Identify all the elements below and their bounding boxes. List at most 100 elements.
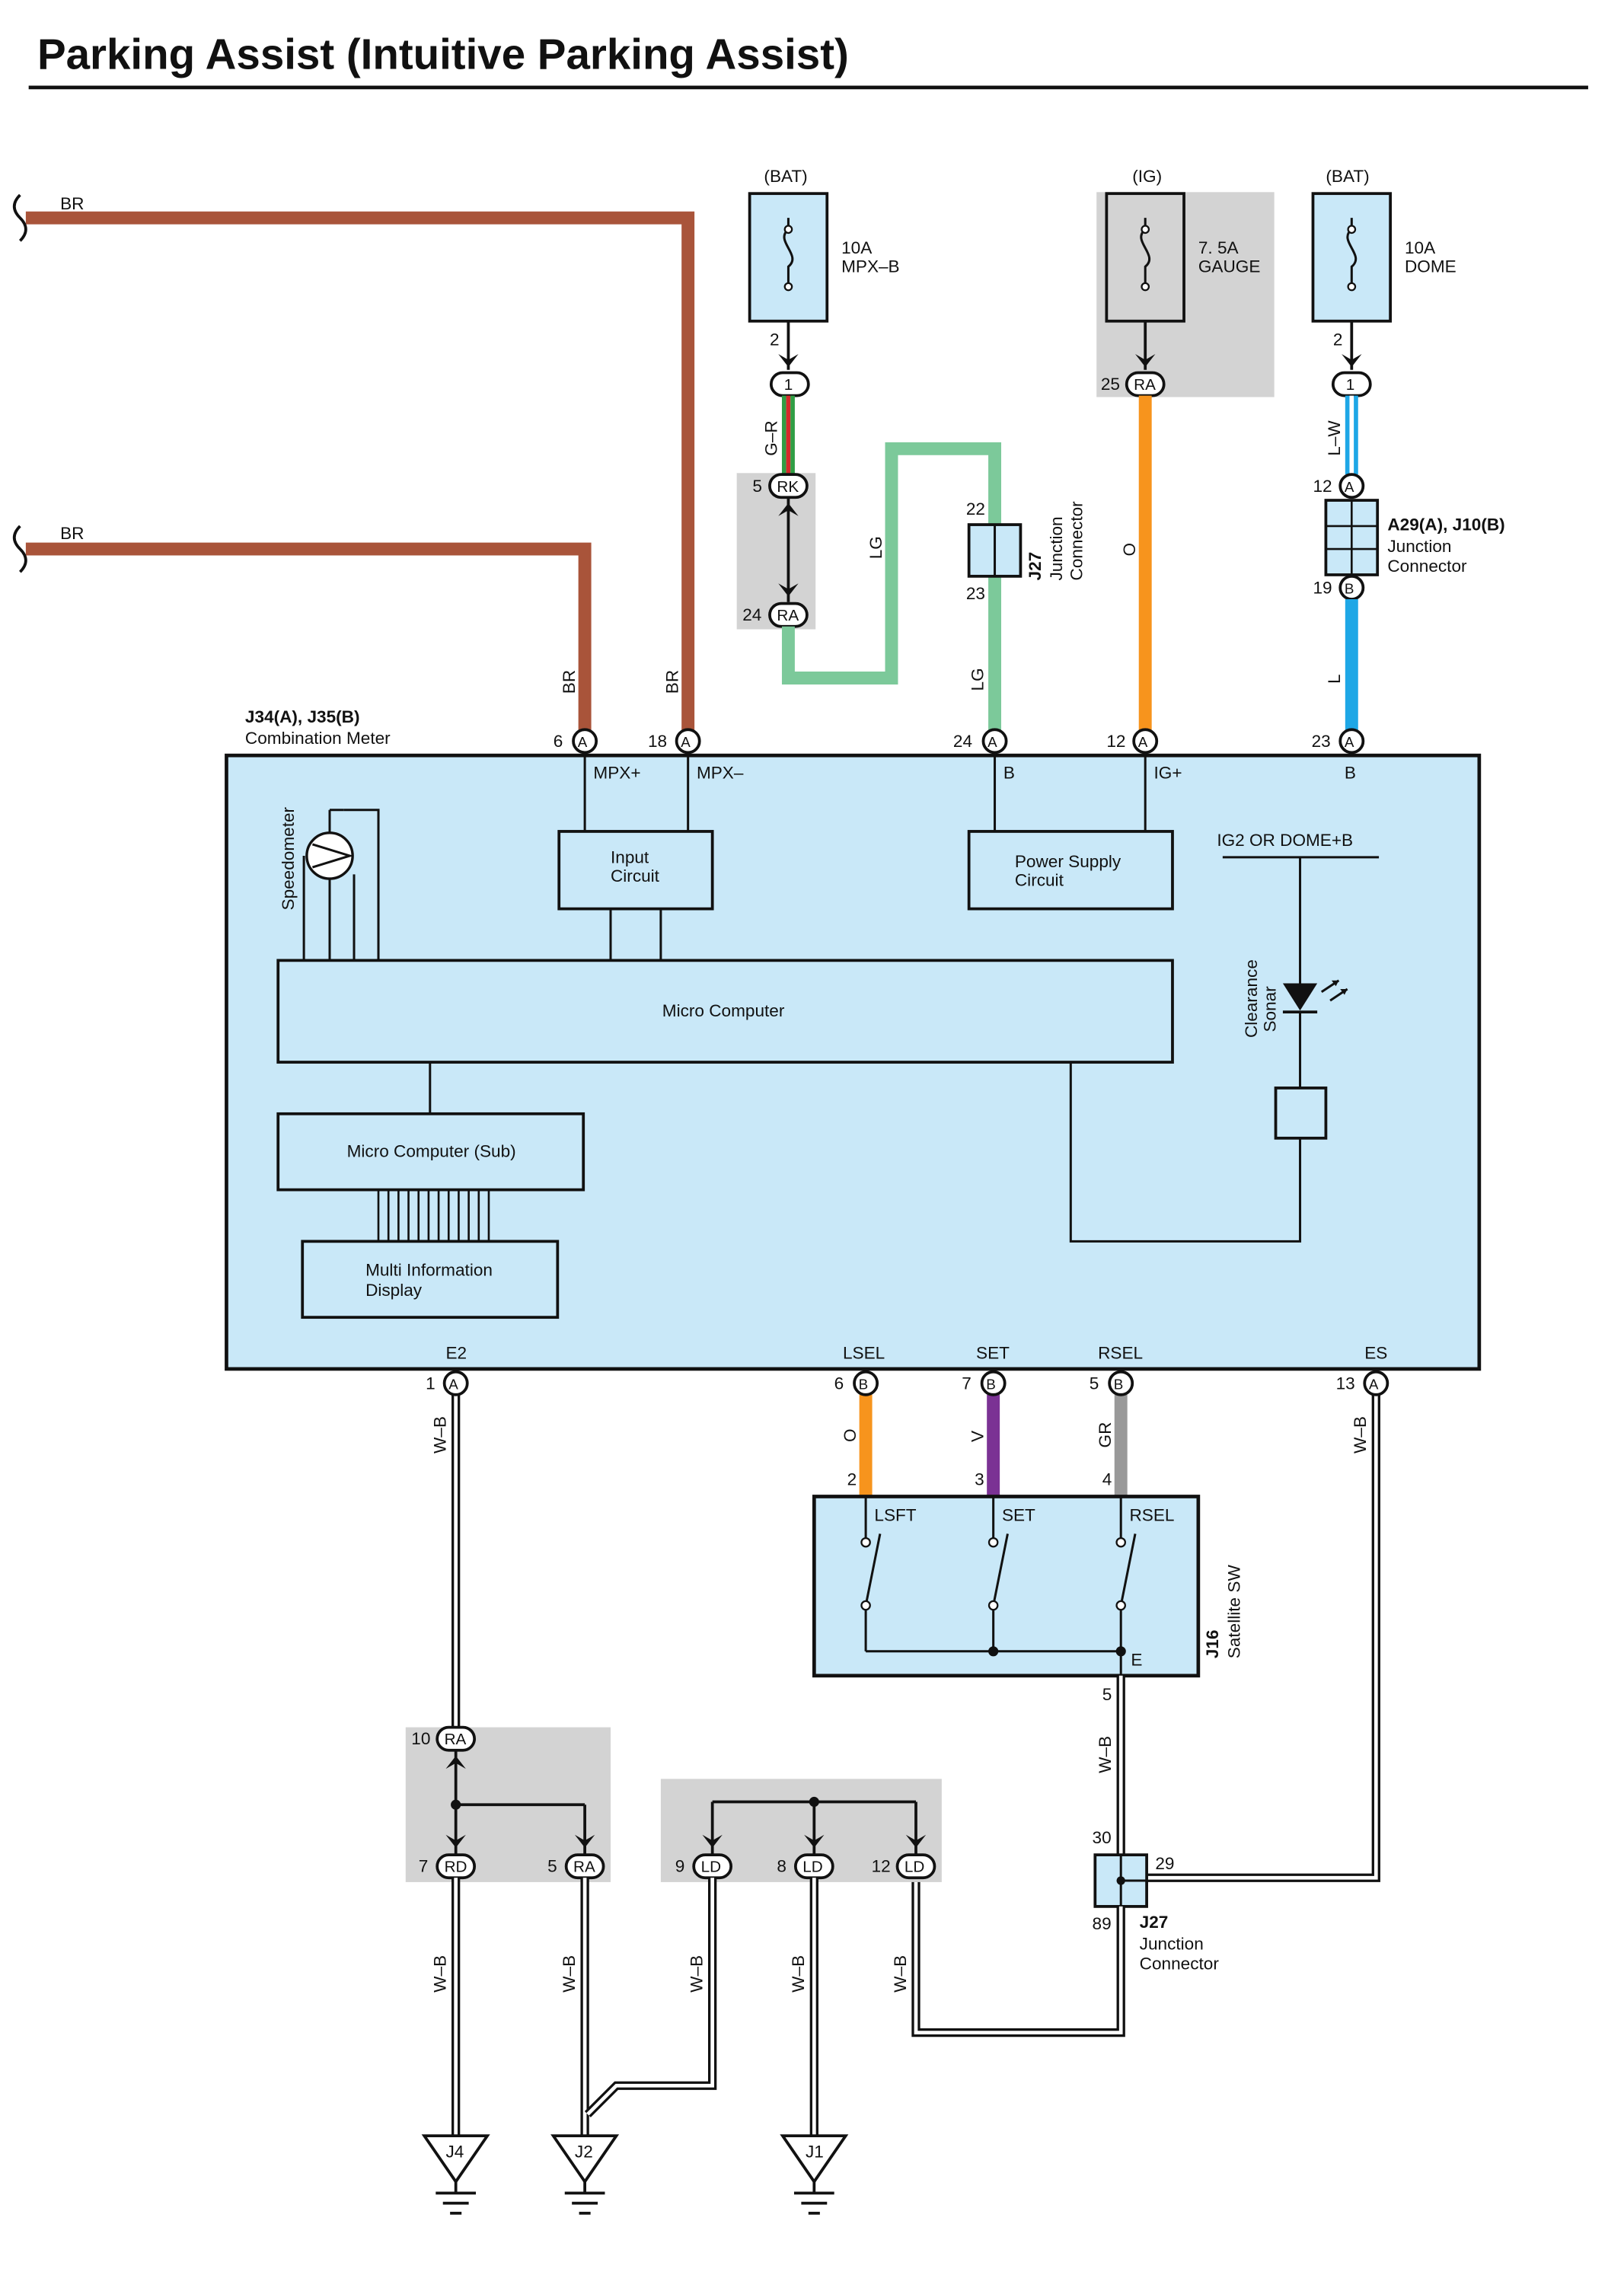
pin-ld-8-label: LD	[802, 1859, 822, 1876]
label-l: L	[1325, 674, 1344, 684]
ground-j2-label: J2	[575, 2142, 593, 2161]
pin-ld-12: 12	[872, 1857, 891, 1876]
pin-fuse-mpx-2: 2	[770, 330, 780, 349]
label-br-top: BR	[60, 194, 84, 213]
pin-m5b: 5	[1090, 1374, 1099, 1393]
multi-info-label2: Display	[365, 1281, 423, 1300]
label-w-b-ra: W–B	[560, 1955, 579, 1993]
wire-br-mid	[25, 542, 592, 742]
pin-splice-10: 10	[411, 1729, 430, 1748]
a29-name2: Connector	[1387, 557, 1467, 576]
term-lsel: LSEL	[843, 1344, 885, 1363]
fuse-mpx-box	[748, 192, 829, 323]
sw-rsel-label: RSEL	[1129, 1505, 1174, 1524]
pin-dome-2: 2	[1333, 330, 1343, 349]
pin-sw-3: 3	[975, 1469, 984, 1489]
j16-name: Satellite SW	[1224, 1565, 1243, 1659]
pin-m6: 6	[554, 732, 563, 751]
pin-m18: 18	[648, 732, 667, 751]
clearance-sonar-switch-box	[1274, 1087, 1328, 1140]
power-supply-label1: Power Supply	[1015, 852, 1121, 871]
pin-j27b-29: 29	[1155, 1854, 1174, 1873]
pin-a29-19: 19	[1313, 578, 1332, 597]
meter-code: J34(A), J35(B)	[245, 707, 360, 726]
pin-j27b-30: 30	[1093, 1828, 1112, 1847]
pin-a29-12: 12	[1313, 477, 1332, 496]
j16-code: J16	[1203, 1630, 1222, 1659]
micro-computer-box	[276, 959, 1174, 1064]
pin-ld-9: 9	[675, 1857, 685, 1876]
pin-m6b: 6	[834, 1374, 844, 1393]
sw-set-label: SET	[1002, 1505, 1035, 1524]
satellite-switch-box	[812, 1495, 1201, 1678]
label-v-set: V	[968, 1431, 987, 1442]
j27-top-name2: Connector	[1067, 501, 1086, 581]
fuse-gauge-box	[1105, 192, 1185, 323]
input-circuit-box	[557, 830, 714, 911]
speedometer-icon	[305, 831, 354, 880]
ig2-dome-label: IG2 OR DOME+B	[1217, 831, 1353, 850]
pin-m24-a: A	[987, 734, 997, 750]
ground-j4-label: J4	[445, 2142, 464, 2161]
pin-m12: 12	[1106, 732, 1125, 751]
fuse-gauge-amp: 7. 5A	[1198, 238, 1240, 257]
wire-br-top	[25, 211, 695, 742]
pin-j27-23: 23	[966, 584, 985, 603]
pin-ld-9-label: LD	[701, 1859, 721, 1876]
pin-ra-24: 24	[742, 605, 761, 624]
j27b-name1: Junction	[1140, 1934, 1204, 1953]
pin-a29-a: A	[1345, 479, 1354, 495]
pin-sw-4: 4	[1102, 1469, 1112, 1489]
sw-lsft-label: LSFT	[874, 1505, 916, 1524]
input-circuit-label2: Circuit	[611, 866, 660, 886]
pin-m13: 13	[1336, 1374, 1355, 1393]
label-w-b-rd: W–B	[430, 1955, 449, 1993]
label-g-r: G–R	[761, 420, 780, 455]
a29-name1: Junction	[1387, 537, 1451, 556]
label-br-mid: BR	[60, 524, 84, 543]
input-circuit-label1: Input	[611, 847, 649, 866]
pin-ra-5: 5	[547, 1857, 557, 1876]
term-rsel: RSEL	[1098, 1344, 1143, 1363]
pin-dome-1: 1	[1346, 376, 1355, 394]
clearance-sonar-led-icon	[1282, 983, 1318, 1011]
pin-rk: RK	[777, 478, 799, 496]
fuse-gauge-source: (IG)	[1132, 167, 1162, 186]
pin-gauge-ra: RA	[1134, 376, 1156, 394]
pin-ra: RA	[777, 607, 799, 624]
meter-bottom-pins	[442, 1370, 1389, 1396]
clearance-label1: Clearance	[1242, 959, 1261, 1038]
pin-splice-ra: RA	[445, 1731, 467, 1748]
label-w-b-es: W–B	[1351, 1416, 1370, 1454]
speedometer-label: Speedometer	[279, 806, 298, 910]
pin-m6b-b: B	[859, 1376, 869, 1392]
label-lg-right: LG	[968, 668, 987, 691]
pin-sw-5: 5	[1102, 1685, 1112, 1704]
term-mpx-minus: MPX–	[697, 763, 744, 782]
pin-ra-5-label: RA	[573, 1859, 595, 1876]
term-mpx-plus: MPX+	[593, 763, 640, 782]
label-o-lsel: O	[841, 1428, 860, 1442]
pin-a29-b: B	[1345, 580, 1354, 596]
sub-mid-bus	[377, 1189, 490, 1242]
pin-m7b-b: B	[986, 1376, 996, 1392]
j27-top-code: J27	[1026, 552, 1045, 581]
power-supply-label2: Circuit	[1015, 870, 1064, 889]
term-es: ES	[1364, 1344, 1387, 1363]
j27-top-name1: Junction	[1047, 516, 1066, 580]
power-supply-box	[967, 830, 1174, 911]
pin-rk-5: 5	[752, 477, 762, 496]
pin-j27b-89: 89	[1093, 1914, 1112, 1933]
multi-info-label1: Multi Information	[365, 1261, 493, 1280]
wire-lg	[781, 442, 1002, 742]
pin-m12-a: A	[1138, 734, 1148, 750]
pin-m5b-b: B	[1114, 1376, 1124, 1392]
term-b-right: B	[1345, 763, 1356, 782]
meter-top-pins	[572, 728, 1365, 755]
fuse-dome-box	[1311, 192, 1393, 323]
label-br-a6: BR	[560, 670, 579, 694]
fuse-mpx-source: (BAT)	[764, 167, 807, 186]
term-ig-plus: IG+	[1154, 763, 1182, 782]
term-b-top: B	[1003, 763, 1015, 782]
